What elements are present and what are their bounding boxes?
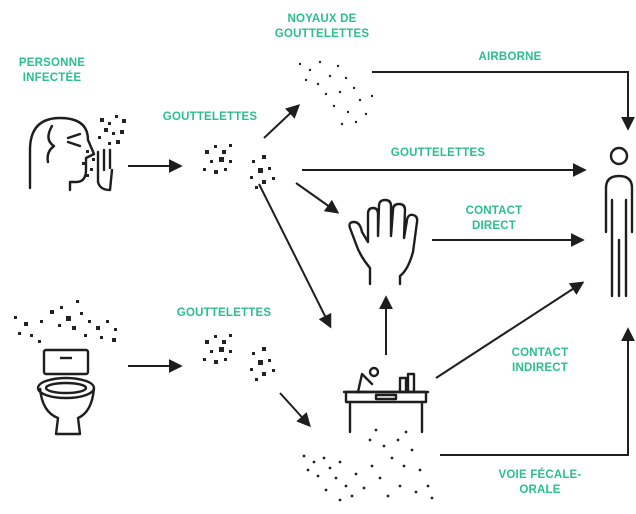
arrow-droplets-to-desk [258,183,332,329]
label-indirect-contact: CONTACT INDIRECT [511,347,569,374]
sneezing-person-icon [28,116,114,192]
droplets-icon [298,60,374,126]
toilet-icon [36,348,96,436]
label-droplets-top: GOUTTELETTES [162,111,258,123]
arrow-airborne [372,71,635,131]
droplets-icon [302,428,434,502]
desk-icon [342,366,430,434]
label-infected-person: PERSONNE INFECTÉE [18,57,86,84]
hand-icon [348,198,419,286]
arrow-fecal-oral [440,327,635,456]
droplets-icon [14,300,117,343]
person-icon [604,146,634,298]
arrow-droplets-to-nuclei [263,104,301,139]
label-fecal-oral: VOIE FÉCALE- ORALE [498,469,582,496]
label-droplet-nuclei: NOYAUX DE GOUTTELETTES [274,13,370,40]
label-airborne: AIRBORNE [478,51,542,63]
droplets-icon [203,144,275,189]
arrow-droplets-to-hand [295,182,340,214]
droplets-icon [203,334,275,381]
arrow-indirect-contact [435,281,585,379]
label-droplets-direct: GOUTTELETTES [390,147,486,159]
arrow-droplets-to-surface [279,392,311,428]
label-droplets-bottom: GOUTTELETTES [176,307,272,319]
label-direct-contact: CONTACT DIRECT [465,205,523,232]
droplets-icon [98,115,126,145]
